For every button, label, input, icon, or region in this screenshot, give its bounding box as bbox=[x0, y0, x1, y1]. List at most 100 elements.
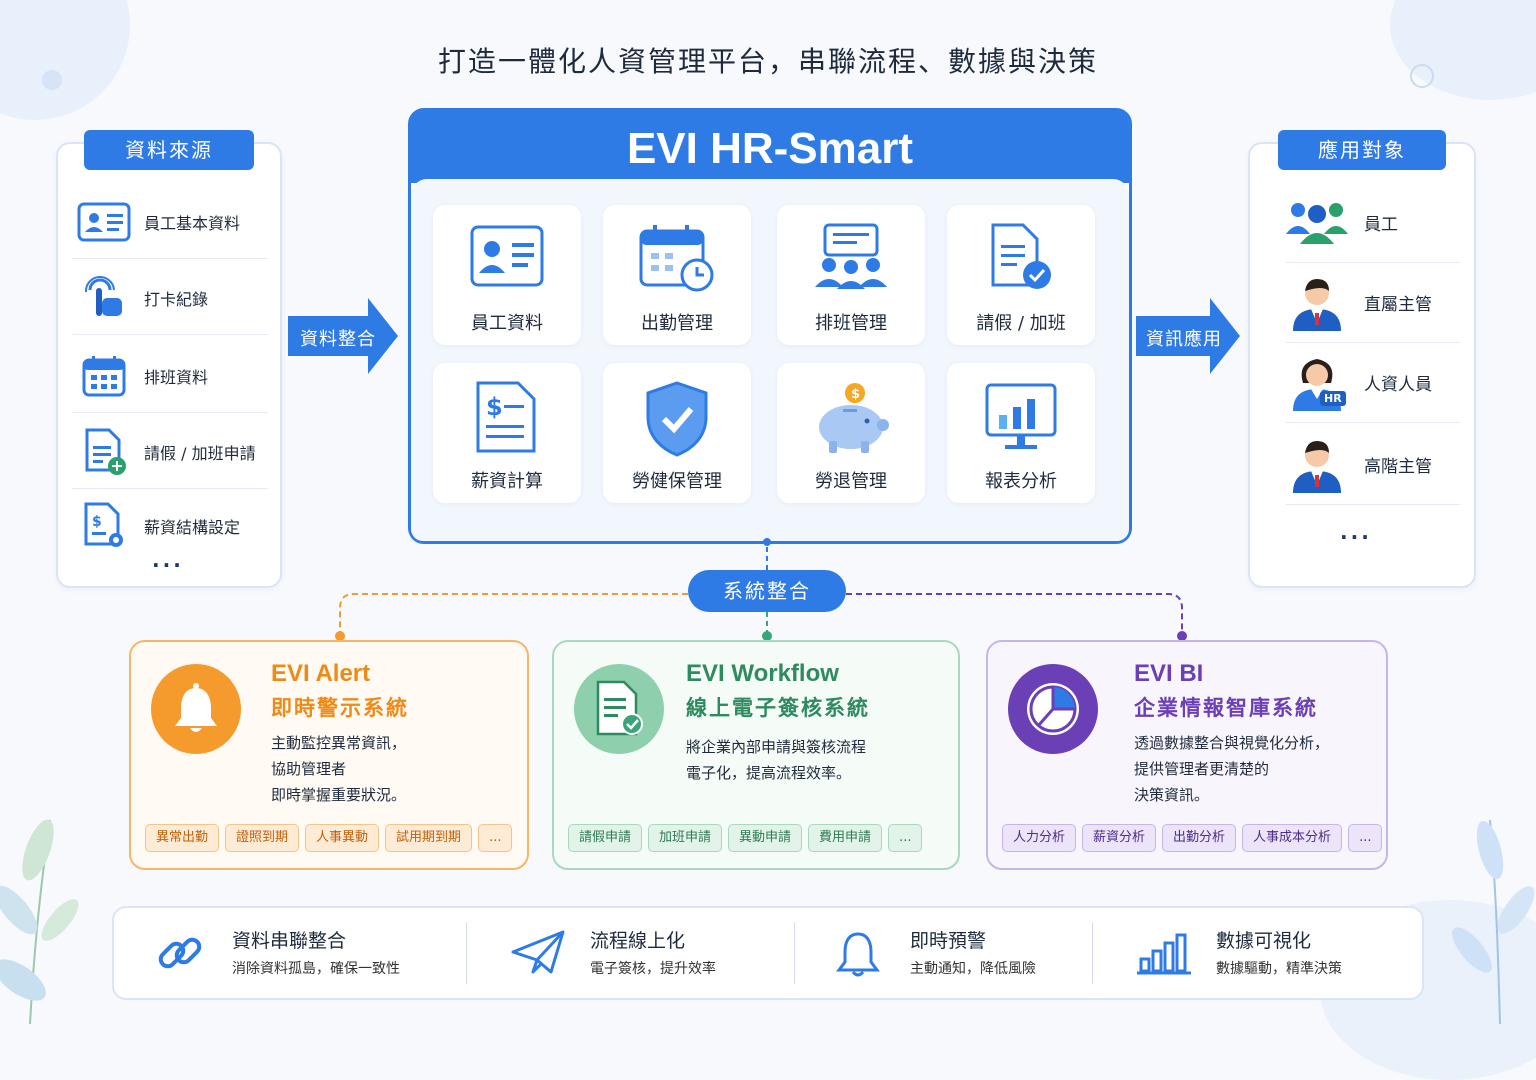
document-add-icon bbox=[76, 428, 132, 476]
id-card-icon bbox=[433, 223, 581, 295]
module-insurance[interactable]: 勞健保管理 bbox=[603, 363, 751, 503]
tag[interactable]: 人力分析 bbox=[1002, 824, 1077, 852]
monitor-chart-icon bbox=[947, 381, 1095, 453]
feature-title: 資料串聯整合 bbox=[232, 930, 347, 952]
feature-realtime-alert: 即時預警 主動通知，降低風險 bbox=[830, 908, 1090, 998]
source-more-indicator: ... bbox=[152, 548, 184, 572]
tag[interactable]: 異常出勤 bbox=[145, 824, 220, 852]
piggy-bank-icon: $ bbox=[777, 381, 925, 453]
leaf-decoration-right bbox=[1452, 819, 1535, 1024]
feature-data-integration: 資料串聯整合 消除資料孤島，確保一致性 bbox=[152, 908, 462, 998]
source-item-label: 請假 / 加班申請 bbox=[144, 444, 256, 463]
module-employee-data[interactable]: 員工資料 bbox=[433, 205, 581, 345]
description-line: 電子化，提高流程效率。 bbox=[686, 764, 852, 782]
module-leave-overtime[interactable]: 請假 / 加班 bbox=[947, 205, 1095, 345]
target-item-label: 人資人員 bbox=[1364, 374, 1432, 395]
module-label: 報表分析 bbox=[985, 471, 1057, 492]
feature-desc: 數據驅動，精準決策 bbox=[1216, 961, 1342, 977]
data-integration-label: 資料整合 bbox=[300, 329, 376, 350]
feature-title: 數據可視化 bbox=[1216, 930, 1312, 952]
source-item-label: 員工基本資料 bbox=[144, 214, 241, 233]
info-application-arrow bbox=[1136, 298, 1240, 374]
description-line: 主動監控異常資訊， bbox=[271, 734, 407, 752]
feature-online-process: 流程線上化 電子簽核，提升效率 bbox=[510, 908, 790, 998]
bell-icon bbox=[151, 664, 241, 754]
module-label: 出勤管理 bbox=[641, 313, 713, 334]
subsystem-description: 透過數據整合與視覺化分析， 提供管理者更清楚的 決策資訊。 bbox=[1134, 730, 1329, 808]
subsystem-description: 將企業內部申請與簽核流程 電子化，提高流程效率。 bbox=[686, 734, 866, 786]
leaf-decoration-left bbox=[0, 819, 79, 1024]
manager-icon bbox=[1286, 271, 1348, 333]
module-label: 員工資料 bbox=[471, 313, 543, 334]
description-line: 決策資訊。 bbox=[1134, 786, 1210, 804]
target-item-hr-staff: HR 人資人員 bbox=[1286, 342, 1460, 423]
link-icon bbox=[152, 928, 208, 978]
calendar-icon bbox=[76, 352, 132, 400]
bell-icon bbox=[830, 928, 886, 978]
source-item-label: 打卡紀錄 bbox=[144, 290, 209, 309]
target-item-label: 直屬主管 bbox=[1364, 294, 1432, 315]
bar-chart-icon bbox=[1136, 928, 1192, 978]
target-item-label: 高階主管 bbox=[1364, 456, 1432, 477]
tag[interactable]: 人事異動 bbox=[305, 824, 380, 852]
tag[interactable]: 加班申請 bbox=[648, 824, 723, 852]
tag-more[interactable]: ... bbox=[478, 824, 513, 852]
tag[interactable]: 證照到期 bbox=[225, 824, 300, 852]
tag-more[interactable]: ... bbox=[1348, 824, 1383, 852]
subsystem-tags: 人力分析 薪資分析 出勤分析 人事成本分析 ... bbox=[1002, 824, 1383, 852]
source-item-schedule-data: 排班資料 bbox=[72, 340, 268, 413]
tag[interactable]: 請假申請 bbox=[568, 824, 643, 852]
source-item-salary-structure: $ 薪資結構設定 bbox=[72, 490, 268, 562]
source-item-employee-data: 員工基本資料 bbox=[72, 186, 268, 259]
svg-text:$: $ bbox=[92, 514, 102, 530]
subsystem-card-alert[interactable]: EVI Alert 即時警示系統 主動監控異常資訊， 協助管理者 即時掌握重要狀… bbox=[129, 640, 529, 870]
module-label: 勞健保管理 bbox=[632, 471, 722, 492]
paper-plane-icon bbox=[510, 928, 566, 978]
source-panel-header: 資料來源 bbox=[84, 130, 254, 170]
feature-divider bbox=[466, 922, 467, 984]
tag-more[interactable]: ... bbox=[888, 824, 923, 852]
decor-ring-top-right bbox=[1410, 64, 1434, 88]
pie-chart-icon bbox=[1008, 664, 1098, 754]
module-pension[interactable]: $ 勞退管理 bbox=[777, 363, 925, 503]
calendar-clock-icon bbox=[603, 223, 751, 295]
team-schedule-icon bbox=[777, 223, 925, 295]
subsystem-name: EVI BI bbox=[1134, 660, 1204, 687]
module-label: 勞退管理 bbox=[815, 471, 887, 492]
feature-title: 流程線上化 bbox=[590, 930, 686, 952]
tag[interactable]: 費用申請 bbox=[808, 824, 883, 852]
subsystem-subtitle: 企業情報智庫系統 bbox=[1134, 696, 1318, 720]
target-item-direct-manager: 直屬主管 bbox=[1286, 262, 1460, 343]
document-check-icon bbox=[574, 664, 664, 754]
description-line: 即時掌握重要狀況。 bbox=[271, 786, 407, 804]
target-item-executive: 高階主管 bbox=[1286, 424, 1460, 505]
module-scheduling[interactable]: 排班管理 bbox=[777, 205, 925, 345]
svg-text:$: $ bbox=[486, 393, 503, 421]
hr-person-icon: HR bbox=[1286, 351, 1348, 413]
module-attendance[interactable]: 出勤管理 bbox=[603, 205, 751, 345]
group-icon bbox=[1286, 191, 1348, 253]
tag[interactable]: 異動申請 bbox=[728, 824, 803, 852]
fingerprint-touch-icon bbox=[76, 274, 132, 322]
subsystem-tags: 異常出勤 證照到期 人事異動 試用期到期 ... bbox=[145, 824, 513, 852]
description-line: 協助管理者 bbox=[271, 760, 347, 778]
system-integration-badge: 系統整合 bbox=[688, 570, 846, 612]
salary-document-icon: $ bbox=[433, 381, 581, 453]
tag[interactable]: 出勤分析 bbox=[1162, 824, 1237, 852]
hr-badge: HR bbox=[1320, 391, 1346, 406]
source-panel: 資料來源 員工基本資料 打卡紀錄 排班資料 請假 / 加班申請 $ 薪資結構設定… bbox=[56, 130, 282, 588]
target-panel-header: 應用對象 bbox=[1278, 130, 1446, 170]
id-card-icon bbox=[76, 198, 132, 246]
module-payroll[interactable]: $ 薪資計算 bbox=[433, 363, 581, 503]
module-reports[interactable]: 報表分析 bbox=[947, 363, 1095, 503]
tag[interactable]: 試用期到期 bbox=[385, 824, 473, 852]
module-label: 排班管理 bbox=[815, 313, 887, 334]
subsystem-name: EVI Alert bbox=[271, 660, 371, 687]
subsystem-description: 主動監控異常資訊， 協助管理者 即時掌握重要狀況。 bbox=[271, 730, 406, 808]
subsystem-card-bi[interactable]: EVI BI 企業情報智庫系統 透過數據整合與視覺化分析， 提供管理者更清楚的 … bbox=[986, 640, 1388, 870]
tag[interactable]: 薪資分析 bbox=[1082, 824, 1157, 852]
subsystem-card-workflow[interactable]: EVI Workflow 線上電子簽核系統 將企業內部申請與簽核流程 電子化，提… bbox=[552, 640, 960, 870]
tag[interactable]: 人事成本分析 bbox=[1242, 824, 1343, 852]
feature-desc: 電子簽核，提升效率 bbox=[590, 961, 716, 977]
feature-title: 即時預警 bbox=[910, 930, 987, 952]
